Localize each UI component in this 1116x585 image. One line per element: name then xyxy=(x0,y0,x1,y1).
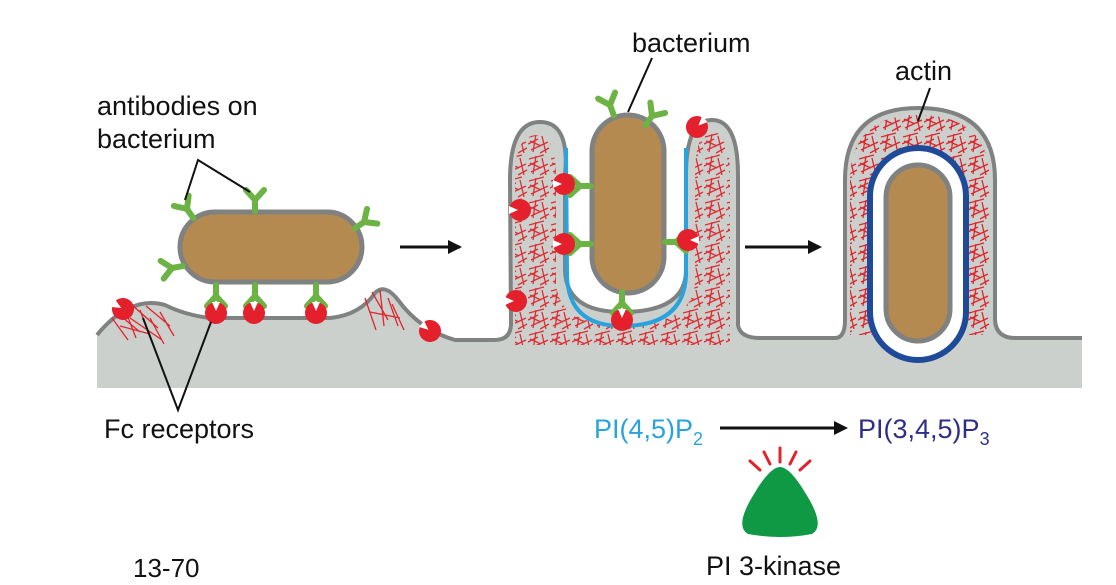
conversion-arrow xyxy=(720,421,848,435)
fc-receptor-icon xyxy=(509,199,531,221)
figure-number: 13-70 xyxy=(133,553,200,583)
bacterium-left xyxy=(177,209,365,285)
cell-body xyxy=(97,108,1082,388)
antibody-icon xyxy=(246,190,264,211)
pip2-main: PI(4,5)P xyxy=(594,414,693,444)
actin-meshwork-middle xyxy=(515,132,730,345)
bacterium-middle xyxy=(589,112,667,296)
label-bacterium: bacterium xyxy=(632,28,751,58)
actin-meshwork-left xyxy=(111,289,405,345)
label-fc-receptors: Fc receptors xyxy=(104,414,254,444)
label-pip2: PI(4,5)P2 xyxy=(594,414,703,449)
label-pi3-kinase: PI 3-kinase xyxy=(706,551,841,581)
stage-arrow-1 xyxy=(400,240,462,254)
stage-arrow-2 xyxy=(745,240,822,254)
label-antibodies-line1: antibodies on xyxy=(97,91,258,121)
fc-receptor-icon xyxy=(205,302,227,324)
label-antibodies-line2: bacterium xyxy=(97,124,216,154)
fc-receptor-icon xyxy=(677,229,699,251)
fc-receptor-icon xyxy=(505,290,527,312)
fc-receptor-icon xyxy=(553,233,575,255)
fc-receptor-icon xyxy=(305,302,327,324)
pip3-subscript: 3 xyxy=(980,429,990,449)
fc-receptor-icon xyxy=(243,302,265,324)
bacterium-right xyxy=(883,162,953,344)
pip2-subscript: 2 xyxy=(693,429,703,449)
fc-receptor-icon xyxy=(611,309,633,331)
leader-lines xyxy=(142,57,931,413)
pip3-main: PI(3,4,5)P xyxy=(858,414,980,444)
fc-receptor-icon xyxy=(553,173,575,195)
label-actin: actin xyxy=(895,56,952,86)
pi3-kinase-icon xyxy=(742,446,818,537)
label-pip3: PI(3,4,5)P3 xyxy=(858,414,990,449)
